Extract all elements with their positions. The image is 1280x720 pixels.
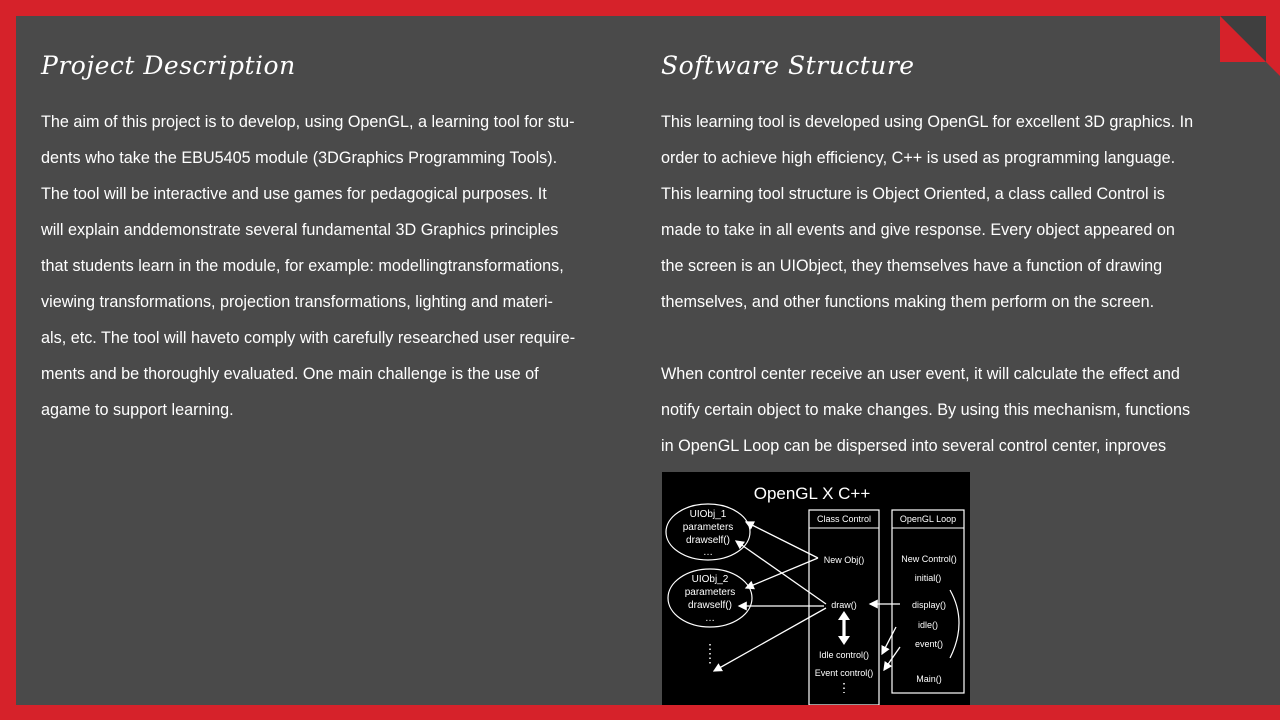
opengl-loop-box: [891, 509, 965, 694]
control-new-obj: New Obj(): [824, 555, 865, 565]
uiobj2-params: parameters: [685, 587, 736, 598]
architecture-diagram: OpenGL X C++ UIObj_1 parameters drawself…: [662, 472, 970, 705]
uiobj1-ellipse: [665, 503, 751, 561]
loop-display: display(): [912, 600, 946, 610]
loop-main: Main(): [916, 674, 942, 684]
page-fold-corner: [1220, 16, 1280, 76]
class-control-header: Class Control: [817, 514, 871, 524]
text-line: This learning tool structure is Object O…: [661, 185, 1165, 203]
text-line: ments and be thoroughly evaluated. One m…: [41, 365, 539, 383]
uiobj1-params: parameters: [683, 522, 734, 533]
uiobj2-ellipse: [667, 568, 753, 628]
text-line: that students learn in the module, for e…: [41, 257, 564, 275]
text-line: will explain anddemonstrate several fund…: [41, 221, 559, 239]
loop-initial: initial(): [915, 573, 942, 583]
uiobj2-more: …: [705, 613, 715, 624]
diagram-title: OpenGL X C++: [754, 484, 871, 503]
control-idle: Idle control(): [819, 650, 869, 660]
project-description-title: Project Description: [41, 51, 296, 80]
loop-cycle-arrow: [949, 589, 960, 659]
uiobj1-more: …: [703, 547, 713, 558]
software-structure-paragraph-2: When control center receive an user even…: [661, 356, 1190, 464]
text-line: When control center receive an user even…: [661, 365, 1180, 383]
draw-idle-double-arrow: [838, 611, 850, 645]
text-line: in OpenGL Loop can be dispersed into sev…: [661, 437, 1167, 455]
text-line: als, etc. The tool will haveto comply wi…: [41, 329, 576, 347]
control-event: Event control(): [815, 668, 874, 678]
class-control-box: [808, 509, 880, 705]
uiobj1-drawself: drawself(): [686, 535, 730, 546]
loop-idle: idle(): [918, 620, 938, 630]
software-structure-paragraph-1: This learning tool is developed using Op…: [661, 104, 1193, 320]
opengl-loop-header: OpenGL Loop: [900, 514, 956, 524]
project-description-text: The aim of this project is to develop, u…: [41, 104, 575, 428]
text-line: the screen is an UIObject, they themselv…: [661, 257, 1163, 275]
loop-new-control: New Control(): [901, 554, 957, 564]
uiobj2-name: UIObj_2: [692, 574, 729, 585]
text-line: viewing transformations, projection tran…: [41, 293, 553, 311]
text-line: notify certain object to make changes. B…: [661, 401, 1191, 419]
loop-event: event(): [915, 639, 943, 649]
diagram-arrows: [712, 521, 901, 672]
text-line: dents who take the EBU5405 module (3DGra…: [41, 149, 558, 167]
text-line: The tool will be interactive and use gam…: [41, 185, 547, 203]
text-line: order to achieve high efficiency, C++ is…: [661, 149, 1176, 167]
text-line: This learning tool is developed using Op…: [661, 113, 1194, 131]
control-draw: draw(): [831, 600, 857, 610]
text-line: The aim of this project is to develop, u…: [41, 113, 575, 131]
uiobj2-drawself: drawself(): [688, 600, 732, 611]
text-line: made to take in all events and give resp…: [661, 221, 1175, 239]
text-line: themselves, and other functions making t…: [661, 293, 1155, 311]
text-line: agame to support learning.: [41, 401, 234, 419]
slide-background: Project Description The aim of this proj…: [16, 16, 1280, 705]
software-structure-title: Software Structure: [661, 51, 915, 80]
uiobj1-name: UIObj_1: [690, 509, 727, 520]
